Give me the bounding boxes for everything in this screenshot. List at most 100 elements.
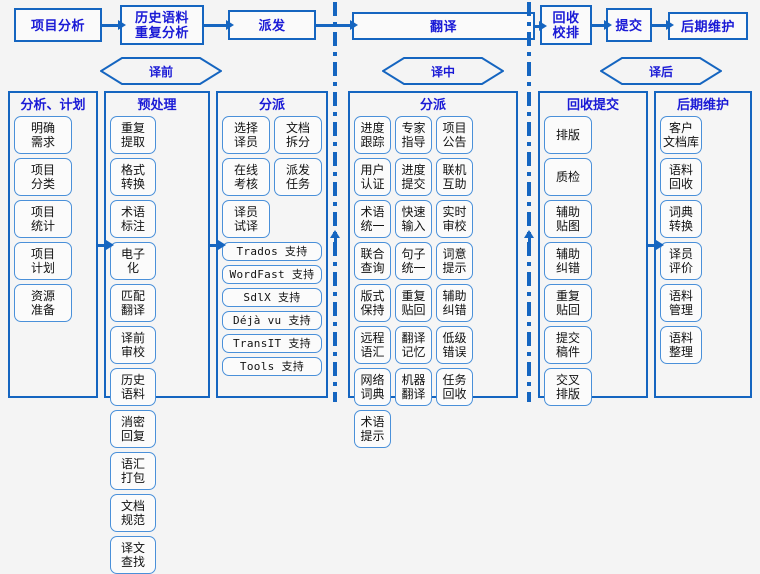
panel-item[interactable]: 匹配 翻译 <box>110 284 156 322</box>
panel-item[interactable]: 派发 任务 <box>274 158 322 196</box>
panel-item[interactable]: 重复 贴回 <box>544 284 592 322</box>
panel-item[interactable]: 项目 计划 <box>14 242 72 280</box>
panel-5: 回收提交排版质检辅助 贴图辅助 纠错重复 贴回提交 稿件交叉 排版 <box>538 91 648 406</box>
arrow-head <box>656 240 664 250</box>
panel-item[interactable]: 术语 标注 <box>110 200 156 238</box>
panel-item[interactable]: 机器 翻译 <box>395 368 432 406</box>
panel-item[interactable]: 资源 准备 <box>14 284 72 322</box>
panel-item[interactable]: 词意 提示 <box>436 242 473 280</box>
panel-item[interactable]: 译员 试译 <box>222 200 270 238</box>
panel-item[interactable]: 网络 词典 <box>354 368 391 406</box>
panel-item[interactable]: 选择 译员 <box>222 116 270 154</box>
panel-item[interactable]: 译文 查找 <box>110 536 156 574</box>
panel-item[interactable]: 辅助 纠错 <box>436 284 473 322</box>
panel-item[interactable]: 句子 统一 <box>395 242 432 280</box>
panel-item[interactable]: 术语 统一 <box>354 200 391 238</box>
panel-title-1: 分析、计划 <box>20 97 86 112</box>
panel-item[interactable]: 消密 回复 <box>110 410 156 448</box>
panel-item[interactable]: 语料 回收 <box>660 158 702 196</box>
panel-item[interactable]: 术语 提示 <box>354 410 391 448</box>
panel-item[interactable]: 辅助 贴图 <box>544 200 592 238</box>
arrow-shaft <box>535 25 539 28</box>
tool-support-item[interactable]: Tools 支持 <box>222 357 322 376</box>
arrow-shaft <box>102 24 118 27</box>
panel-item[interactable]: 远程 语汇 <box>354 326 391 364</box>
panel-item[interactable]: 进度 提交 <box>395 158 432 196</box>
flow-step-2: 历史语料 重复分析 <box>120 5 204 45</box>
panel-item[interactable]: 辅助 纠错 <box>544 242 592 280</box>
panel-item[interactable]: 交叉 排版 <box>544 368 592 406</box>
panel-item[interactable]: 联合 查询 <box>354 242 391 280</box>
panel-grid-4: 进度 跟踪专家 指导项目 公告用户 认证进度 提交联机 互助术语 统一快速 输入… <box>354 116 512 448</box>
panel-item[interactable]: 专家 指导 <box>395 116 432 154</box>
arrow-shaft <box>204 24 226 27</box>
arrow-head <box>604 20 612 30</box>
phase-divider-1 <box>333 2 337 402</box>
tool-support-item[interactable]: Déjà vu 支持 <box>222 311 322 330</box>
panel-item[interactable]: 文档 规范 <box>110 494 156 532</box>
panel-item[interactable]: 重复 提取 <box>110 116 156 154</box>
panel-item[interactable]: 联机 互助 <box>436 158 473 196</box>
panel-item[interactable]: 提交 稿件 <box>544 326 592 364</box>
panel-1: 分析、计划明确 需求项目 分类项目 统计项目 计划资源 准备 <box>8 91 98 398</box>
panel-item[interactable]: 项目 分类 <box>14 158 72 196</box>
panel-grid-2: 重复 提取格式 转换术语 标注电子 化匹配 翻译译前 审校历史 语料消密 回复语… <box>110 116 204 574</box>
panel-grid-6: 客户 文档库语料 回收词典 转换译员 评价语料 管理语料 整理 <box>660 116 746 364</box>
arrow-head <box>226 20 234 30</box>
arrow-head <box>330 230 340 238</box>
panel-item[interactable]: 电子 化 <box>110 242 156 280</box>
panel-item[interactable]: 质检 <box>544 158 592 196</box>
arrow-head <box>524 230 534 238</box>
tool-support-item[interactable]: Trados 支持 <box>222 242 322 261</box>
panel-item[interactable]: 词典 转换 <box>660 200 702 238</box>
panel-grid-5: 排版质检辅助 贴图辅助 纠错重复 贴回提交 稿件交叉 排版 <box>544 116 642 406</box>
panel-grid-3: 选择 译员文档 拆分在线 考核派发 任务译员 试译 Trados 支持 WordFa… <box>222 116 322 376</box>
phase-label-2: 译中 <box>382 57 504 85</box>
arrow-head <box>539 21 547 31</box>
panel-item[interactable]: 低级 错误 <box>436 326 473 364</box>
panel-item[interactable]: 文档 拆分 <box>274 116 322 154</box>
tool-support-item[interactable]: TransIT 支持 <box>222 334 322 353</box>
flow-step-4: 翻译 <box>352 12 535 40</box>
panel-title-6: 后期维护 <box>676 97 729 112</box>
panel-item[interactable]: 译前 审校 <box>110 326 156 364</box>
flow-step-1: 项目分析 <box>14 8 102 42</box>
panel-item[interactable]: 快速 输入 <box>395 200 432 238</box>
panel-item[interactable]: 排版 <box>544 116 592 154</box>
flow-step-5: 回收 校排 <box>540 5 592 45</box>
panel-item[interactable]: 重复 贴回 <box>395 284 432 322</box>
panel-item[interactable]: 实时 审校 <box>436 200 473 238</box>
panel-item[interactable]: 用户 认证 <box>354 158 391 196</box>
arrow-shaft <box>592 24 604 27</box>
panel-title-3: 分派 <box>258 97 285 112</box>
arrow-head <box>350 20 358 30</box>
panel-item[interactable]: 语料 管理 <box>660 284 702 322</box>
panel-item[interactable]: 项目 公告 <box>436 116 473 154</box>
panel-item[interactable]: 历史 语料 <box>110 368 156 406</box>
phase-label-text: 译前 <box>148 64 173 79</box>
tool-support-item[interactable]: SdlX 支持 <box>222 288 322 307</box>
tool-support-item[interactable]: WordFast 支持 <box>222 265 322 284</box>
panel-item[interactable]: 客户 文档库 <box>660 116 702 154</box>
arrow-shaft <box>528 238 531 256</box>
panel-item[interactable]: 任务 回收 <box>436 368 473 406</box>
hexagon-shape <box>382 57 504 85</box>
panel-item[interactable]: 明确 需求 <box>14 116 72 154</box>
panel-item[interactable]: 语汇 打包 <box>110 452 156 490</box>
panel-item[interactable]: 版式 保持 <box>354 284 391 322</box>
phase-label-1: 译前 <box>100 57 222 85</box>
panel-item[interactable]: 翻译 记忆 <box>395 326 432 364</box>
phase-divider-2 <box>527 2 531 402</box>
panel-2: 预处理重复 提取格式 转换术语 标注电子 化匹配 翻译译前 审校历史 语料消密 … <box>104 91 210 574</box>
panel-item[interactable]: 进度 跟踪 <box>354 116 391 154</box>
panel-item[interactable]: 项目 统计 <box>14 200 72 238</box>
panel-item[interactable]: 在线 考核 <box>222 158 270 196</box>
panel-item[interactable]: 格式 转换 <box>110 158 156 196</box>
workflow-diagram: 项目分析历史语料 重复分析派发翻译回收 校排提交后期维护译前译中译后分析、计划明… <box>8 2 752 574</box>
arrow-shaft <box>334 238 337 256</box>
hexagon-shape <box>600 57 722 85</box>
panel-item[interactable]: 译员 评价 <box>660 242 702 280</box>
arrow-head <box>118 20 126 30</box>
panel-item[interactable]: 语料 整理 <box>660 326 702 364</box>
phase-label-text: 译中 <box>430 64 455 79</box>
